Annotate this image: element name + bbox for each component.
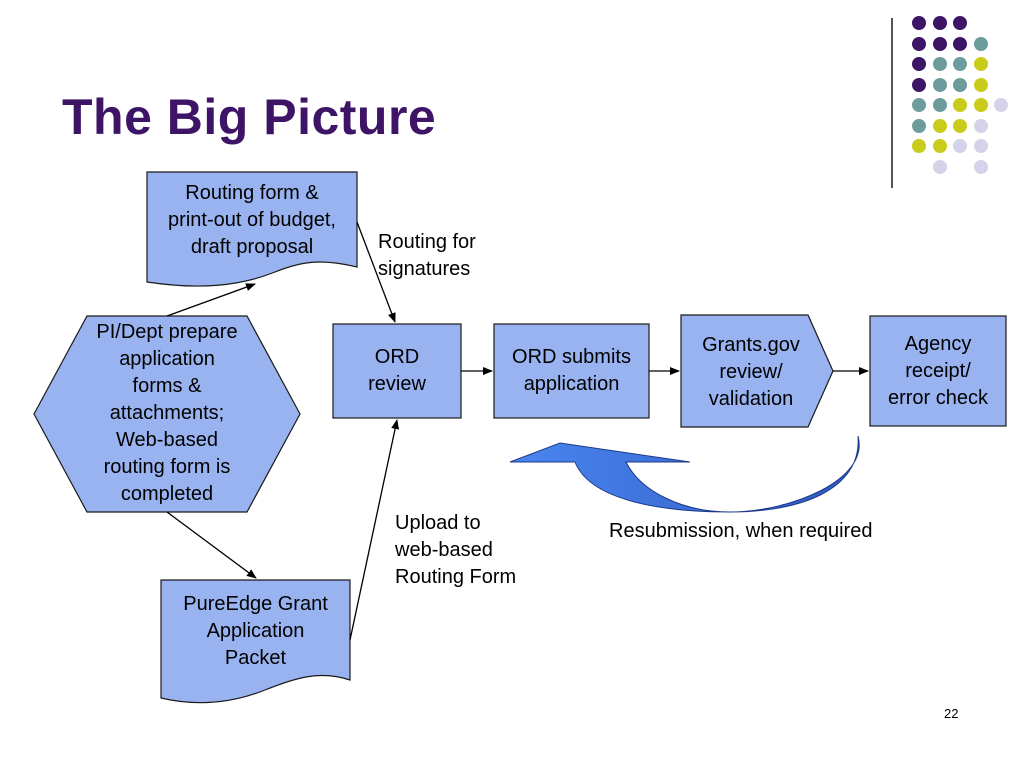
ord-review-line-1: ORD bbox=[374, 346, 420, 368]
decorative-dot bbox=[973, 36, 988, 51]
agency-line-3: error check bbox=[887, 387, 989, 409]
pureedge-label: PureEdge Grant Application Packet bbox=[161, 591, 350, 672]
decorative-dot bbox=[912, 118, 926, 133]
ord-submits-line-1: ORD submits bbox=[512, 346, 631, 368]
agency-label: Agency receipt/ error check bbox=[870, 331, 1006, 412]
pureedge-document bbox=[160, 579, 351, 704]
routing-signatures-label: Routing for signatures bbox=[378, 229, 476, 283]
page-number: 22 bbox=[944, 706, 959, 721]
decorative-dot bbox=[973, 118, 988, 133]
decorative-dot bbox=[953, 139, 967, 153]
slide-title: The Big Picture bbox=[62, 89, 437, 145]
pureedge-line-1: PureEdge Grant bbox=[183, 593, 328, 615]
ord-review-line-2: review bbox=[368, 373, 426, 395]
routing-signatures-line-2: signatures bbox=[378, 258, 471, 280]
upload-line-3: Routing Form bbox=[395, 566, 517, 588]
ord-submits-line-2: application bbox=[523, 373, 620, 395]
decorative-dot bbox=[994, 98, 1008, 112]
grants-gov-pentagon bbox=[680, 314, 834, 428]
decorative-dot bbox=[912, 57, 926, 71]
grants-gov-label: Grants.gov review/ validation bbox=[681, 332, 821, 413]
decorative-dot bbox=[973, 98, 988, 112]
arrow-pi-to-pureedge bbox=[166, 511, 257, 579]
pi-dept-line-7: completed bbox=[120, 483, 214, 505]
grants-gov-line-3: validation bbox=[708, 388, 794, 410]
decorative-dot bbox=[912, 139, 926, 153]
decorative-dot bbox=[953, 98, 967, 112]
grants-gov-line-2: review/ bbox=[719, 361, 783, 383]
upload-line-2: web-based bbox=[395, 539, 493, 561]
pureedge-line-3: Packet bbox=[224, 647, 287, 669]
pi-dept-line-2: application bbox=[119, 348, 215, 370]
agency-box bbox=[869, 315, 1007, 427]
decorative-dot bbox=[912, 36, 926, 51]
decorative-dot bbox=[932, 98, 947, 112]
decorative-dot bbox=[973, 139, 988, 153]
ord-submits-label: ORD submits application bbox=[494, 344, 649, 398]
decorative-dot bbox=[932, 139, 947, 153]
pi-dept-line-1: PI/Dept prepare bbox=[96, 321, 238, 343]
decorative-dot bbox=[953, 118, 967, 133]
ord-review-label: ORD review bbox=[333, 344, 461, 398]
upload-line-1: Upload to bbox=[395, 512, 481, 534]
ord-review-box bbox=[332, 323, 462, 419]
resubmission-label: Resubmission, when required bbox=[609, 520, 873, 542]
resubmission-curved-arrow bbox=[509, 435, 860, 513]
divider-line bbox=[891, 18, 893, 188]
decorative-dot bbox=[953, 57, 967, 71]
decorative-dot bbox=[912, 16, 926, 30]
decorative-dot bbox=[953, 16, 967, 30]
decorative-dot bbox=[953, 36, 967, 51]
decorative-dot bbox=[932, 57, 947, 71]
arrow-routing-to-ord bbox=[356, 221, 396, 323]
decorative-dot bbox=[973, 77, 988, 92]
pi-dept-line-6: routing form is bbox=[103, 456, 231, 478]
routing-form-line-1: Routing form & bbox=[185, 182, 319, 204]
decorative-dot bbox=[932, 36, 947, 51]
pi-dept-line-4: attachments; bbox=[109, 402, 225, 424]
pi-dept-line-3: forms & bbox=[132, 375, 202, 397]
agency-line-2: receipt/ bbox=[905, 360, 971, 382]
pureedge-line-2: Application bbox=[206, 620, 305, 642]
decorative-dot bbox=[912, 77, 926, 92]
arrow-pi-to-routing bbox=[166, 283, 256, 317]
routing-form-line-2: print-out of budget, bbox=[168, 209, 336, 231]
routing-form-label: Routing form & print-out of budget, draf… bbox=[147, 180, 357, 261]
decorative-dot bbox=[912, 98, 926, 112]
routing-form-line-3: draft proposal bbox=[190, 236, 314, 258]
agency-line-1: Agency bbox=[904, 333, 972, 355]
pi-dept-hexagon bbox=[33, 315, 301, 513]
pi-dept-label: PI/Dept prepare application forms & atta… bbox=[60, 319, 274, 508]
decorative-dot bbox=[953, 77, 967, 92]
routing-form-document bbox=[146, 171, 358, 287]
decorative-dot bbox=[932, 16, 947, 30]
pi-dept-line-5: Web-based bbox=[116, 429, 218, 451]
decorative-dot bbox=[932, 118, 947, 133]
decorative-dot bbox=[973, 159, 988, 174]
arrow-pureedge-to-ord bbox=[349, 419, 400, 641]
upload-label: Upload to web-based Routing Form bbox=[395, 510, 516, 591]
decorative-dot bbox=[973, 57, 988, 71]
decorative-dot bbox=[932, 159, 947, 174]
routing-signatures-line-1: Routing for bbox=[378, 231, 476, 253]
ord-submits-box bbox=[493, 323, 650, 419]
decorative-dot bbox=[932, 77, 947, 92]
grants-gov-line-1: Grants.gov bbox=[702, 334, 800, 356]
